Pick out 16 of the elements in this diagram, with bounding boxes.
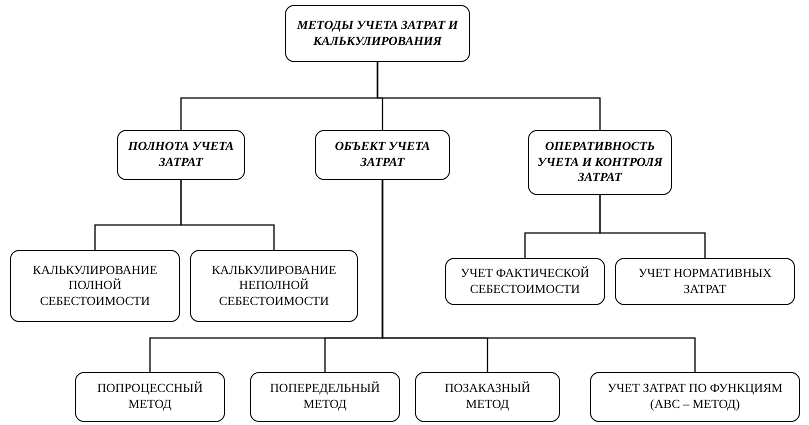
text-box: КАЛЬКУЛИРОВАНИЕ НЕПОЛНОЙ СЕБЕСТОИМОСТИ <box>190 250 358 322</box>
text-box: ПОПЕРЕДЕЛЬНЫЙ МЕТОД <box>250 372 400 422</box>
connector-line <box>382 180 696 372</box>
text-box: УЧЕТ ФАКТИЧЕСКОЙ СЕБЕСТОИМОСТИ <box>445 258 605 305</box>
text-box: ПОЗАКАЗНЫЙ МЕТОД <box>415 372 560 422</box>
text-box: МЕТОДЫ УЧЕТА ЗАТРАТ И КАЛЬКУЛИРОВАНИЯ <box>285 5 470 62</box>
text-box: ПОПРОЦЕССНЫЙ МЕТОД <box>75 372 225 422</box>
text-box: ОПЕРАТИВНОСТЬ УЧЕТА И КОНТРОЛЯ ЗАТРАТ <box>528 130 672 195</box>
connector-line <box>599 195 706 258</box>
text-box: УЧЕТ ЗАТРАТ ПО ФУНКЦИЯМ (ABC – МЕТОД) <box>590 372 800 422</box>
connector-line <box>180 180 275 250</box>
text-box: ОБЪЕКТ УЧЕТА ЗАТРАТ <box>315 130 450 180</box>
text-box: УЧЕТ НОРМАТИВНЫХ ЗАТРАТ <box>615 258 795 305</box>
connector-line <box>376 62 601 130</box>
text-box: ПОЛНОТА УЧЕТА ЗАТРАТ <box>117 130 245 180</box>
text-box: КАЛЬКУЛИРОВАНИЕ ПОЛНОЙ СЕБЕСТОИМОСТИ <box>10 250 180 322</box>
